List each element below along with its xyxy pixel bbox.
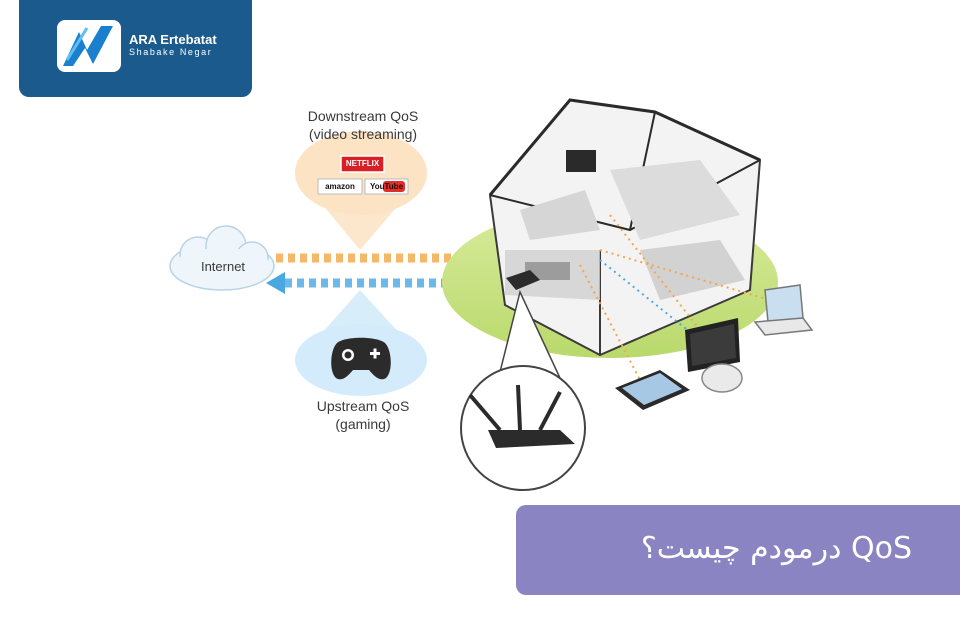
amazon-text: amazon [325,182,355,191]
tablet-icon [615,370,690,410]
amazon-logo [317,178,363,195]
internet-label: Internet [200,259,246,274]
downstream-cone [295,131,427,250]
upstream-cone [295,290,427,396]
logo-panel: ARA Ertebatat Shabake Negar [19,0,252,97]
router-zoom-callout [460,289,586,491]
tv-icon [685,318,740,372]
logo-icon [57,20,121,72]
title-banner: QoS درمودم چیست؟ [516,505,960,595]
netflix-text: NETFLIX [345,159,380,168]
youtube-logo [364,178,409,195]
downstream-subtitle: (video streaming) [308,126,418,142]
gamepad-icon [331,337,391,380]
router-icon [468,384,575,448]
laptop-icon [753,284,814,336]
router-icon-small [506,270,540,290]
company-name: ARA Ertebatat [129,32,217,47]
cloud-icon [169,225,275,291]
banner-title: QoS درمودم چیست؟ [640,531,912,566]
youtube-text: YouTube [369,182,404,191]
company-tagline: Shabake Negar [129,47,213,57]
upstream-subtitle: (gaming) [335,416,391,432]
upstream-arrow [266,272,500,294]
netflix-logo [340,155,385,173]
downstream-title: Downstream QoS [307,108,419,124]
house-icon [488,98,762,357]
downstream-label: Downstream QoS (video streaming) [298,107,428,143]
controller-icon [701,363,743,393]
upstream-label: Upstream QoS (gaming) [308,397,418,433]
upstream-title: Upstream QoS [316,398,410,414]
wifi-links [579,214,771,381]
